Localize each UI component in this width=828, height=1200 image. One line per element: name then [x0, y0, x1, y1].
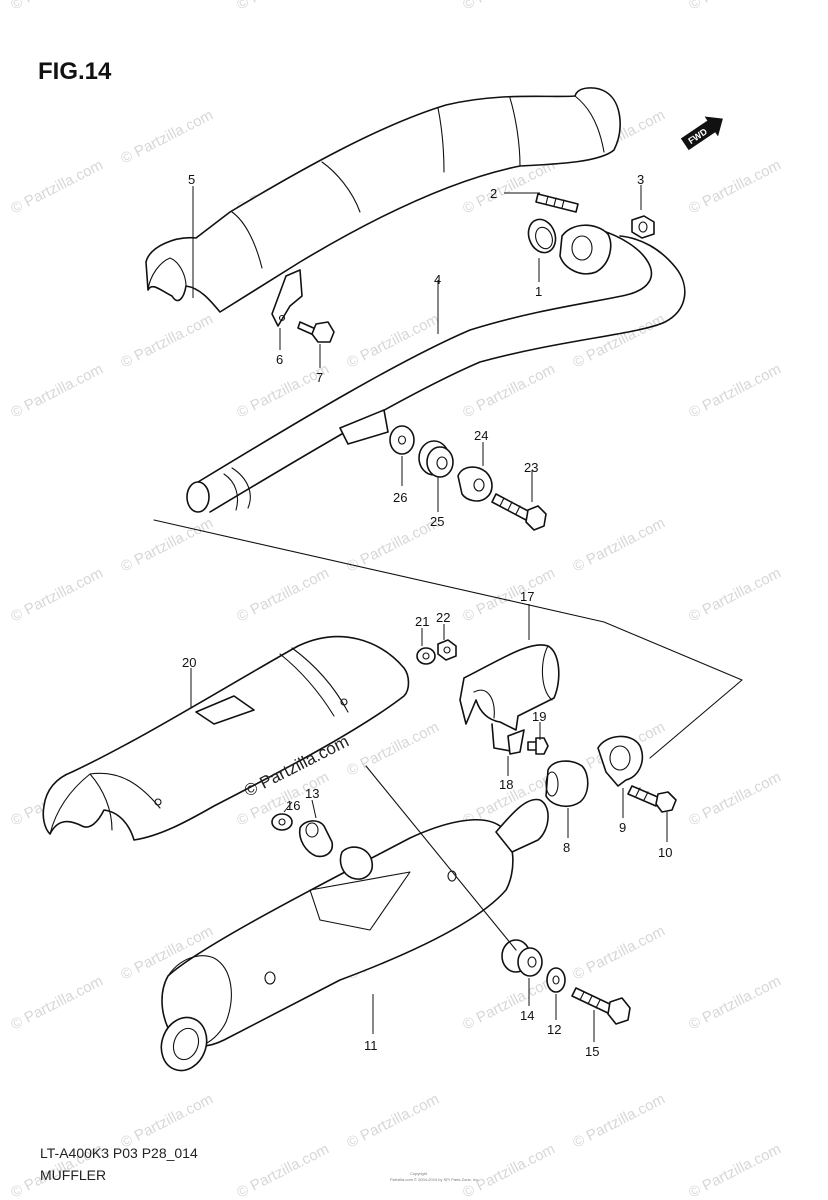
- watermark-text: © Partzilla.com: [460, 565, 558, 626]
- watermark-text: © Partzilla.com: [118, 107, 216, 168]
- callout-1: 1: [535, 284, 542, 299]
- callout-19: 19: [532, 709, 546, 724]
- watermark-text: © Partzilla.com: [344, 1091, 442, 1152]
- part-8-muffler-seal[interactable]: [545, 760, 589, 808]
- callout-14: 14: [520, 1008, 534, 1023]
- watermark-text: © Partzilla.com: [686, 0, 784, 14]
- watermark-text: © Partzilla.com: [344, 719, 442, 780]
- callout-9: 9: [619, 820, 626, 835]
- watermark-text: © Partzilla.com: [460, 1141, 558, 1200]
- callout-11: 11: [364, 1038, 378, 1053]
- callout-13: 13: [305, 786, 319, 801]
- watermark-text: © Partzilla.com: [570, 1091, 668, 1152]
- watermark-text: © Partzilla.com: [686, 565, 784, 626]
- callout-15: 15: [585, 1044, 599, 1059]
- part-25-cushion[interactable]: [418, 440, 454, 478]
- watermark-text: © Partzilla.com: [8, 157, 106, 218]
- watermark-text: © Partzilla.com: [686, 361, 784, 422]
- callout-lines: [190, 185, 668, 1042]
- watermark-text: © Partzilla.com: [460, 0, 558, 14]
- part-16-washer[interactable]: [271, 813, 293, 831]
- part-12-washer[interactable]: [546, 967, 566, 993]
- section-name: MUFFLER: [40, 1167, 106, 1183]
- part-4-exhaust-pipe[interactable]: [186, 224, 686, 513]
- watermark-text: © Partzilla.com: [686, 1141, 784, 1200]
- watermark-text: © Partzilla.com: [460, 361, 558, 422]
- model-code: LT-A400K3 P03 P28_014: [40, 1145, 198, 1161]
- watermark-text: © Partzilla.com: [118, 311, 216, 372]
- part-9-clamp[interactable]: [597, 735, 644, 787]
- part-24-collar[interactable]: [457, 466, 493, 502]
- callout-20: 20: [182, 655, 196, 670]
- callout-25: 25: [430, 514, 444, 529]
- callout-10: 10: [658, 845, 672, 860]
- part-6-bracket[interactable]: [271, 269, 303, 327]
- watermark-text: © Partzilla.com: [570, 923, 668, 984]
- reference-line: [153, 519, 743, 759]
- callout-4: 4: [434, 272, 441, 287]
- watermark-text: © Partzilla.com: [234, 0, 332, 14]
- watermark-text: © Partzilla.com: [234, 565, 332, 626]
- watermark-text: © Partzilla.com: [686, 769, 784, 830]
- callout-18: 18: [499, 777, 513, 792]
- part-10-bolt[interactable]: [627, 785, 677, 813]
- part-23-bolt[interactable]: [491, 493, 547, 531]
- watermark-text: © Partzilla.com: [570, 515, 668, 576]
- watermark-text: © Partzilla.com: [8, 565, 106, 626]
- watermark-text: © Partzilla.com: [234, 1141, 332, 1200]
- part-19-screw[interactable]: [527, 737, 549, 755]
- part-22-nut[interactable]: [437, 639, 457, 661]
- watermark-text: © Partzilla.com: [8, 0, 106, 14]
- callout-5: 5: [188, 172, 195, 187]
- watermark-text: © Partzilla.com: [118, 1091, 216, 1152]
- watermark-text: © Partzilla.com: [686, 973, 784, 1034]
- watermark-text: © Partzilla.com: [686, 157, 784, 218]
- part-20-muffler-cover[interactable]: [42, 635, 410, 841]
- reference-line-lower: [365, 765, 517, 951]
- callout-7: 7: [316, 370, 323, 385]
- callout-23: 23: [524, 460, 538, 475]
- callout-labels: 5 2 3 4 1 6 7 24 23 26 25 17 21 22 20 19…: [182, 172, 672, 1059]
- watermark-text: © Partzilla.com: [460, 973, 558, 1034]
- part-17-end-cover[interactable]: [459, 644, 560, 731]
- part-1-exhaust-gasket[interactable]: [524, 216, 560, 257]
- part-14-cushion[interactable]: [501, 939, 543, 977]
- figure-title: FIG.14: [38, 58, 112, 85]
- part-21-washer[interactable]: [416, 647, 436, 665]
- copyright-line-1: Copyright: [410, 1171, 428, 1176]
- part-26-washer[interactable]: [389, 425, 415, 455]
- callout-16: 16: [286, 798, 300, 813]
- part-18-clamp[interactable]: [491, 723, 525, 755]
- part-13-collar[interactable]: [298, 820, 334, 858]
- part-7-bolt[interactable]: [297, 321, 335, 343]
- callout-12: 12: [547, 1022, 561, 1037]
- callout-3: 3: [637, 172, 644, 187]
- callout-24: 24: [474, 428, 488, 443]
- callout-21: 21: [415, 614, 429, 629]
- part-15-bolt[interactable]: [571, 987, 631, 1025]
- watermark-text: © Partzilla.com: [8, 973, 106, 1034]
- part-5-exhaust-pipe-cover[interactable]: [145, 87, 621, 313]
- copyright-line-2: Partzilla.com © 2004-2019 by SPI Parts Z…: [390, 1177, 479, 1182]
- watermark-text: © Partzilla.com: [8, 361, 106, 422]
- part-3-nut[interactable]: [631, 215, 655, 239]
- callout-17: 17: [520, 589, 534, 604]
- callout-26: 26: [393, 490, 407, 505]
- part-11-muffler[interactable]: [154, 798, 549, 1076]
- callout-2: 2: [490, 186, 497, 201]
- forward-arrow-icon: FWD: [680, 116, 723, 151]
- watermark-text: © Partzilla.com: [118, 515, 216, 576]
- watermark-text: © Partzilla.com: [570, 311, 668, 372]
- callout-8: 8: [563, 840, 570, 855]
- part-2-stud-bolt[interactable]: [535, 193, 579, 213]
- watermark-text: © Partzilla.com: [344, 311, 442, 372]
- callout-6: 6: [276, 352, 283, 367]
- callout-22: 22: [436, 610, 450, 625]
